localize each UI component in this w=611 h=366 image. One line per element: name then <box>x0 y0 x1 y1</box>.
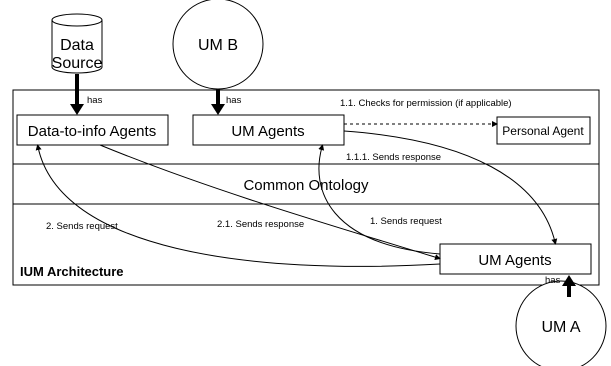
has-arrow-data-source <box>70 74 84 115</box>
personal-agent-box <box>496 116 591 145</box>
has-arrow-um-b <box>211 89 225 115</box>
has-label-um-a: has <box>545 275 561 286</box>
data-source-label-line1: Data <box>60 37 94 54</box>
sends-response-21-label: 2.1. Sends response <box>217 219 304 230</box>
um-b-label: UM B <box>198 37 238 54</box>
data-to-info-agents-label: Data-to-info Agents <box>28 123 156 140</box>
data-source-label-line2: Source <box>52 55 103 72</box>
sends-response-21-arrow <box>99 144 441 260</box>
um-a-label: UM A <box>541 319 580 336</box>
personal-agent-label: Personal Agent <box>502 124 584 138</box>
common-ontology-label: Common Ontology <box>243 177 369 194</box>
has-label-um-b: has <box>226 95 242 106</box>
um-agents-top-label: UM Agents <box>231 123 304 140</box>
sends-request-2-arrow <box>35 144 441 267</box>
data-source-database: Data Source <box>51 13 103 74</box>
um-agents-bottom-label: UM Agents <box>478 252 551 269</box>
common-ontology-band <box>12 163 600 205</box>
checks-permission-label: 1.1. Checks for permission (if applicabl… <box>340 98 512 109</box>
sends-request-1-arrow <box>318 144 441 255</box>
sends-request-2-label: 2. Sends request <box>46 221 118 232</box>
has-label-data-source: has <box>87 95 103 106</box>
sends-response-111-label: 1.1.1. Sends response <box>346 152 441 163</box>
sends-request-1-label: 1. Sends request <box>370 216 442 227</box>
sends-response-111-arrow <box>343 130 558 245</box>
data-to-info-agents-box <box>16 114 169 146</box>
um-a-circle <box>515 280 607 366</box>
ium-architecture-label: IUM Architecture <box>20 264 124 279</box>
has-arrow-um-a <box>562 275 576 297</box>
um-agents-top-box <box>192 114 345 146</box>
